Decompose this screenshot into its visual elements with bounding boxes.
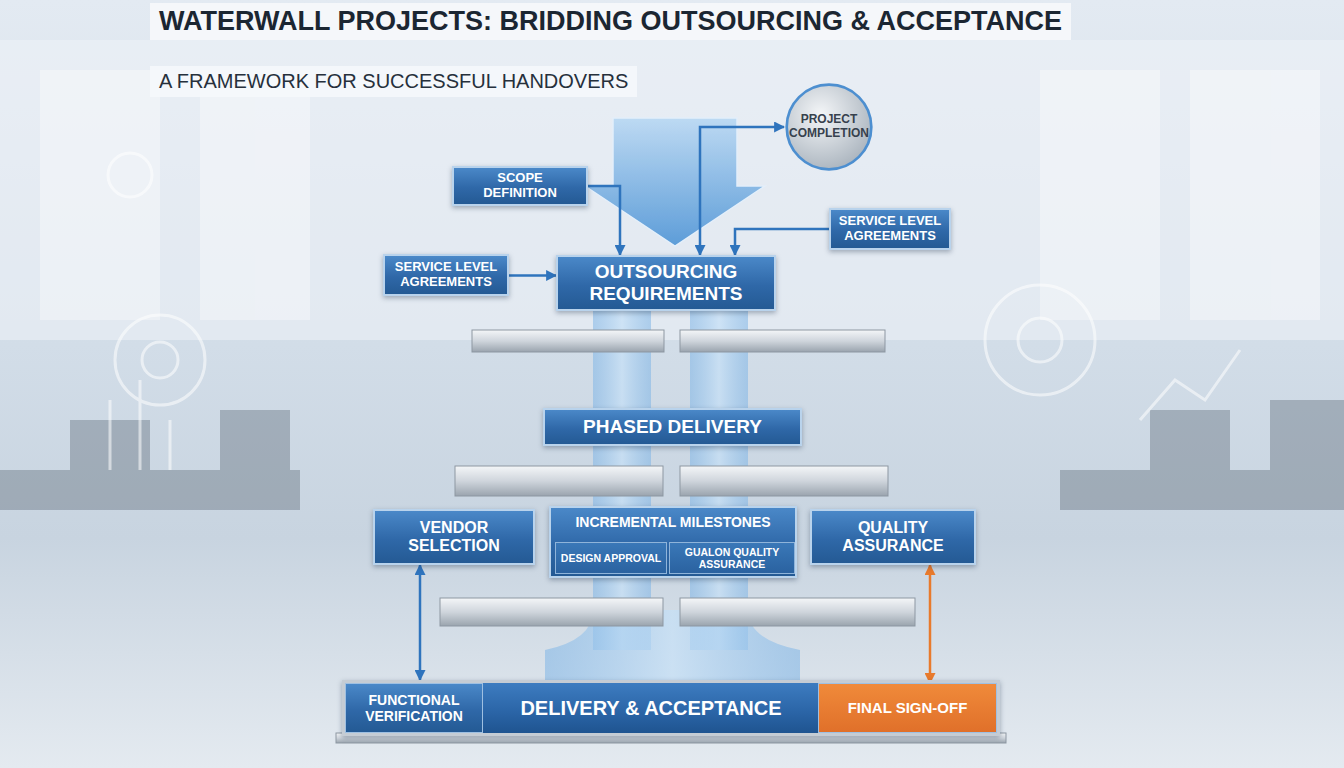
milestone-cell: DESIGN APPROVAL xyxy=(555,542,667,574)
node-label: PHASED DELIVERY xyxy=(583,416,762,438)
node-label: QUALITY ASSURANCE xyxy=(818,519,968,556)
node-label: INCREMENTAL MILESTONES xyxy=(575,514,770,530)
process-box: SERVICE LEVEL AGREEMENTS xyxy=(383,254,509,296)
connector-arrow xyxy=(509,274,556,277)
diagram-title-bar: WATERWALL PROJECTS: BRIDDING OUTSOURCING… xyxy=(150,3,1071,40)
down-arrow xyxy=(585,118,765,246)
milestone-circle: PROJECT COMPLETION xyxy=(784,82,874,172)
diagram-caption-bar: A FRAMEWORK FOR SUCCESSFUL HANDOVERS xyxy=(150,66,637,97)
window-glow xyxy=(0,40,1344,340)
connector-arrow xyxy=(700,127,784,255)
diagram-title: WATERWALL PROJECTS: BRIDDING OUTSOURCING… xyxy=(159,6,1062,36)
node-label: DESIGN APPROVAL xyxy=(561,552,661,564)
node-label: SERVICE LEVEL AGREEMENTS xyxy=(837,214,943,244)
node-label: PROJECT COMPLETION xyxy=(789,113,869,141)
delivery-bar: DELIVERY & ACCEPTANCE FUNCTIONAL VERIFICA… xyxy=(342,680,1000,736)
process-box: PHASED DELIVERY xyxy=(543,408,802,446)
shelf-bars xyxy=(336,330,1006,743)
connector-arrow xyxy=(419,565,422,680)
diagram-caption: A FRAMEWORK FOR SUCCESSFUL HANDOVERS xyxy=(159,70,628,92)
node-label: FUNCTIONAL VERIFICATION xyxy=(352,692,476,724)
node-label: FINAL SIGN-OFF xyxy=(848,699,968,716)
connector-arrow xyxy=(588,186,620,255)
window-frames xyxy=(40,70,1320,320)
bar-segment: FUNCTIONAL VERIFICATION xyxy=(345,683,483,733)
process-box: SERVICE LEVEL AGREEMENTS xyxy=(829,208,951,250)
node-label: SCOPE DEFINITION xyxy=(460,171,580,201)
node-label: SERVICE LEVEL AGREEMENTS xyxy=(391,260,501,290)
circle-shape xyxy=(787,85,872,170)
milestone-panel: INCREMENTAL MILESTONES DESIGN APPROVAL GUA… xyxy=(549,506,797,578)
process-box: VENDOR SELECTION xyxy=(373,509,535,565)
connector-arrow xyxy=(735,229,829,255)
node-label: VENDOR SELECTION xyxy=(381,519,527,556)
process-box: OUTSOURCING REQUIREMENTS xyxy=(556,255,776,311)
signoff-segment: FINAL SIGN-OFF xyxy=(818,683,997,733)
process-box: SCOPE DEFINITION xyxy=(452,166,588,206)
connector-arrow xyxy=(929,565,932,683)
node-label: DELIVERY & ACCEPTANCE xyxy=(487,683,815,733)
process-box: QUALITY ASSURANCE xyxy=(810,509,976,565)
node-label: OUTSOURCING REQUIREMENTS xyxy=(564,261,768,305)
milestone-cell: GUALON QUALITY ASSURANCE xyxy=(669,542,795,574)
node-label: GUALON QUALITY ASSURANCE xyxy=(672,546,792,570)
